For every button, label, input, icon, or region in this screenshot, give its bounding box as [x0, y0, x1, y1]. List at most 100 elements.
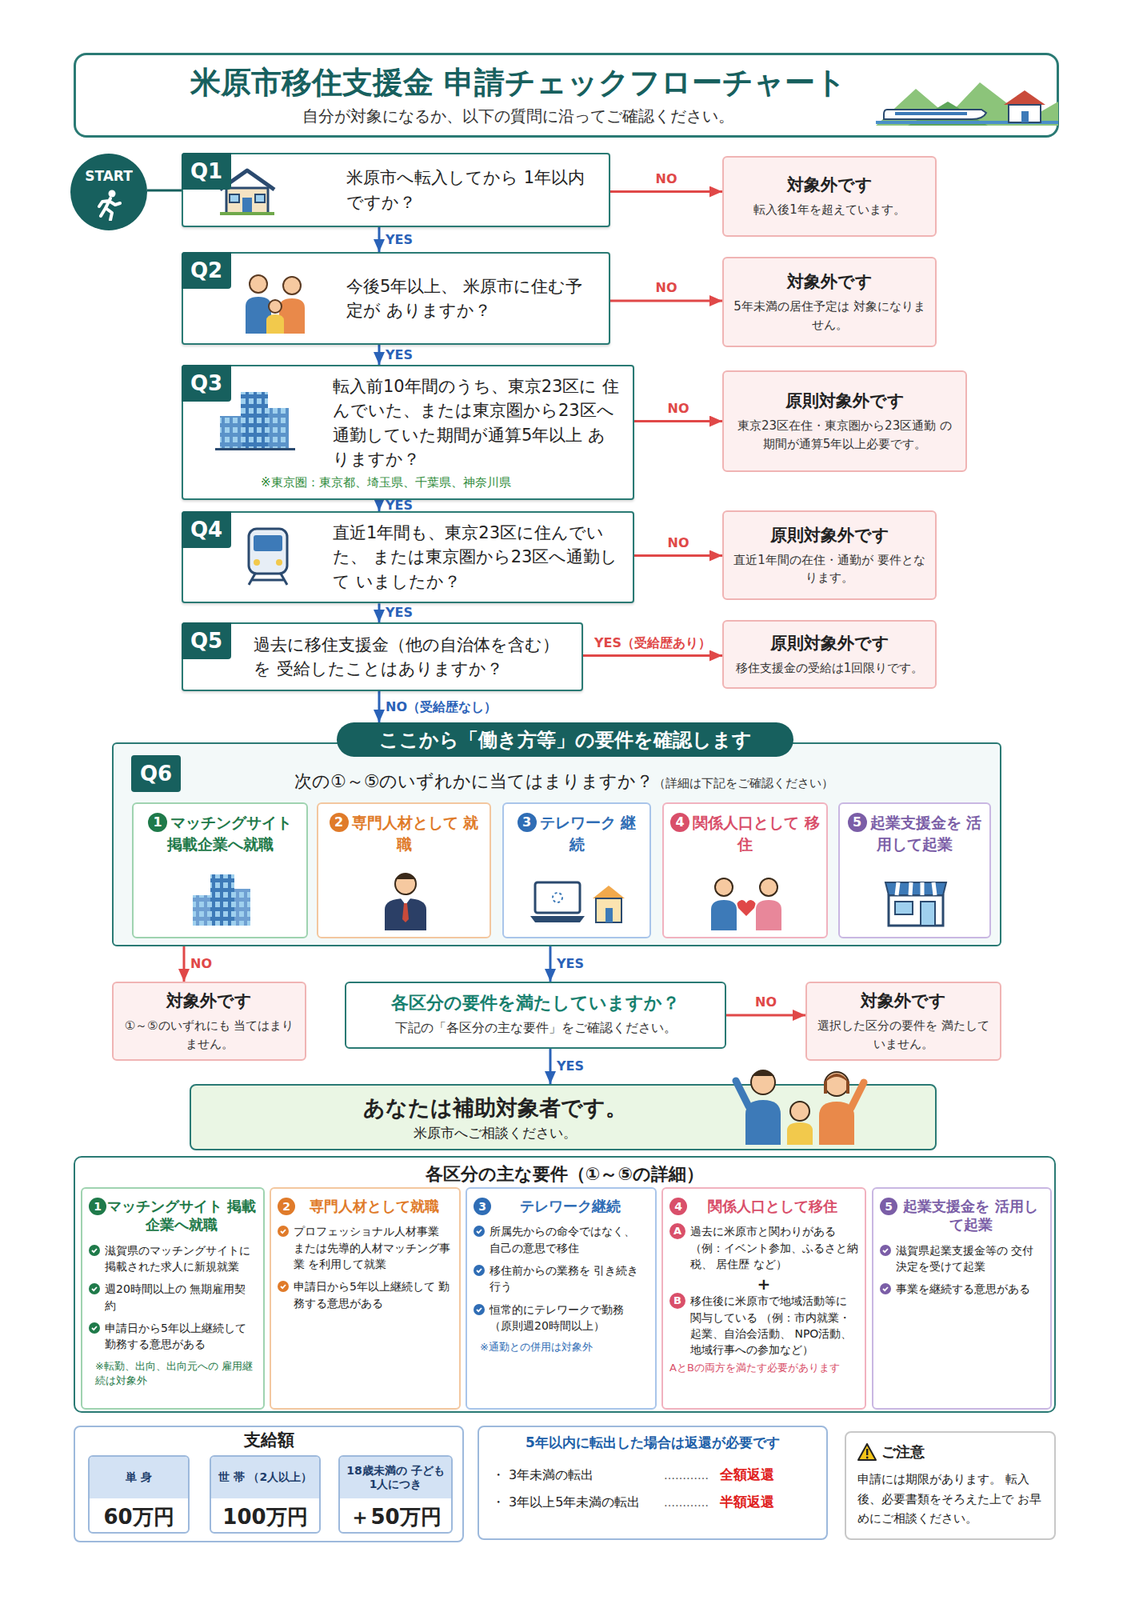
node-text: マッチングサイト 掲載企業へ就職 [167, 813, 293, 853]
node-text: Q5 [181, 622, 232, 660]
result-box: 原則対象外です直近1年間の在住・通勤が 要件となります。 [722, 510, 937, 600]
node-text: ※転勤、出向、出向元への 雇用継続は対象外 [88, 1358, 257, 1388]
option-box: 3テレワーク 継続 [502, 802, 652, 939]
node-text: 専門人材として就職 [277, 1196, 453, 1215]
section-band: ここから「働き方等」の要件を確認します [336, 722, 794, 757]
check-box: 各区分の要件を満たしていますか？ 下記の「各区分の主な要件」をご確認ください。 [344, 981, 727, 1049]
node-text: 対象外です [121, 989, 297, 1012]
node-text: テレワーク継続 [473, 1196, 649, 1215]
amount-box: 18歳未満の 子ども1人につき＋50万円 [338, 1454, 453, 1534]
node-text: 移住後に米原市で地域活動等に 関与している （例：市内就業・起業、自治会活動、 … [669, 1292, 859, 1358]
node-text: Q3 [181, 364, 232, 402]
node-text: 5 [879, 1197, 898, 1215]
edge-label: NO [655, 279, 678, 296]
node-text: 18歳未満の 子ども1人につき [339, 1456, 452, 1499]
node-text: ………… [663, 1468, 720, 1482]
office-icon [189, 871, 254, 928]
detail-column: 4関係人口として移住A過去に米原市と関わりがある （例：イベント参加、ふるさと納… [661, 1186, 867, 1410]
node-text: 下記の「各区分の主な要件」をご確認ください。 [354, 1019, 717, 1037]
node-text: 自分が対象になるか、以下の質問に沿ってご確認ください。 [83, 105, 953, 128]
node-text: ・ 3年以上5年未満の転出 [491, 1488, 664, 1516]
detail-column: 1マッチングサイト 掲載企業へ就職滋賀県のマッチングサイトに 掲載された求人に新… [80, 1186, 265, 1410]
node-text: 週20時間以上の 無期雇用契約 [88, 1280, 257, 1314]
option-box: 2専門人材として 就職 [316, 802, 492, 939]
flow-arrow [583, 654, 723, 657]
question-box: Q5 過去に移住支援金（他の自治体を含む）を 受給したことはありますか？ [181, 622, 584, 692]
node-text: あなたは補助対象者です。 [199, 1093, 792, 1123]
node-text: 事業を継続する意思がある [879, 1280, 1044, 1297]
node-text: ご注意 [857, 1442, 1044, 1462]
node-text: 対象外です [731, 270, 928, 293]
node-text: 3 [517, 812, 537, 832]
flow-arrow [549, 1048, 552, 1084]
node-text: Q4 [181, 511, 232, 548]
node-text: 原則対象外です [731, 523, 928, 547]
node-text: ①～⑤のいずれにも 当てはまりません。 [121, 1016, 297, 1053]
flow-arrow [378, 603, 381, 623]
node-text: テレワーク 継続 [539, 813, 637, 853]
edge-label: YES [385, 231, 413, 248]
node-text: + [669, 1274, 859, 1293]
node-text: 次の①～⑤のいずれかに当てはまりますか？ [294, 771, 654, 792]
node-text: 3 [473, 1197, 492, 1215]
eligible-box: あなたは補助対象者です。米原市へご相談ください。 [189, 1083, 937, 1151]
node-text: 5 [847, 812, 868, 832]
node-text: ここから「働き方等」の要件を確認します [379, 727, 752, 753]
option-box: 5起業支援金を 活用して起業 [838, 802, 992, 939]
edge-label: NO [655, 171, 678, 188]
node-text: ＋50万円 [339, 1498, 452, 1531]
option-box: 1マッチングサイト 掲載企業へ就職 [131, 802, 308, 939]
result-box: 対象外です ①～⑤のいずれにも 当てはまりません。 [111, 981, 307, 1061]
amount-box: 単 身60万円 [87, 1454, 190, 1534]
family-illustration [731, 1061, 869, 1145]
start-circle: START [70, 153, 148, 231]
runner-icon [94, 188, 124, 221]
node-text: 1 [147, 812, 168, 832]
flow-arrow [549, 946, 552, 982]
question-box: Q1米原市へ転入してから 1年以内ですか？ [181, 152, 611, 228]
node-text: 1 [88, 1197, 107, 1215]
amount-panel: 支給額単 身60万円世 帯 （2人以上）100万円18歳未満の 子ども1人につき… [73, 1425, 464, 1543]
node-text: 世 帯 （2人以上） [211, 1456, 320, 1499]
flow-arrow [378, 499, 381, 512]
node-text: 申請日から5年以上継続して 勤務する意思がある [277, 1278, 453, 1311]
flow-arrow [634, 554, 723, 557]
option-box: 4関係人口として 移住 [662, 802, 828, 939]
node-text: 専門人材として 就職 [351, 813, 480, 853]
node-text: 過去に移住支援金（他の自治体を含む）を 受給したことはありますか？ [253, 632, 571, 682]
flow-arrow [147, 189, 182, 192]
edge-label: YES [385, 604, 413, 621]
node-text: 移住前からの業務を 引き続き行う [473, 1262, 649, 1295]
result-box: 原則対象外です東京23区在住・東京圏から23区通勤 の期間が通算5年以上必要です… [722, 370, 968, 472]
title-text: 米原市移住支援金 申請チェックフローチャート [83, 63, 953, 103]
telework-icon [530, 874, 627, 928]
node-text: 起業支援金を 活用して起業 [879, 1196, 1044, 1235]
node-text: 東京23区在住・東京圏から23区通勤 の期間が通算5年以上必要です。 [731, 416, 958, 453]
flow-arrow [610, 190, 723, 193]
edge-label: YES [385, 497, 413, 514]
node-text: 転入後1年を超えています。 [731, 200, 928, 220]
node-text: 申請日から5年以上継続して 勤務する意思がある [88, 1319, 257, 1353]
warning-icon [857, 1442, 877, 1461]
node-text: Q6 [131, 755, 181, 792]
flow-arrow [378, 227, 381, 252]
node-text: ………… [663, 1495, 720, 1509]
node-text: ※東京圏：東京都、埼玉県、千葉県、神奈川県 [260, 475, 622, 491]
node-text: 選択した区分の要件を 満たしていません。 [815, 1016, 992, 1053]
node-text: 60万円 [89, 1498, 188, 1531]
node-text: 対象外です [731, 173, 928, 196]
node-text: 原則対象外です [731, 631, 928, 655]
node-text: START [70, 167, 148, 184]
result-box: 原則対象外です移住支援金の受給は1回限りです。 [722, 619, 937, 689]
node-text: 各区分の要件を満たしていますか？ [354, 991, 717, 1016]
edge-label: YES [385, 347, 413, 364]
train-icon [243, 525, 292, 587]
node-text: マッチングサイト 掲載企業へ就職 [88, 1196, 257, 1235]
family-icon [239, 269, 312, 334]
node-text: 100万円 [211, 1498, 320, 1531]
edge-label: NO [667, 535, 690, 552]
node-text: 2 [277, 1197, 296, 1215]
node-text: 各区分の主な要件（①～⑤の詳細） [75, 1162, 1055, 1187]
couple-icon [706, 869, 787, 931]
result-box: 対象外です5年未満の居住予定は 対象になりません。 [722, 256, 937, 348]
